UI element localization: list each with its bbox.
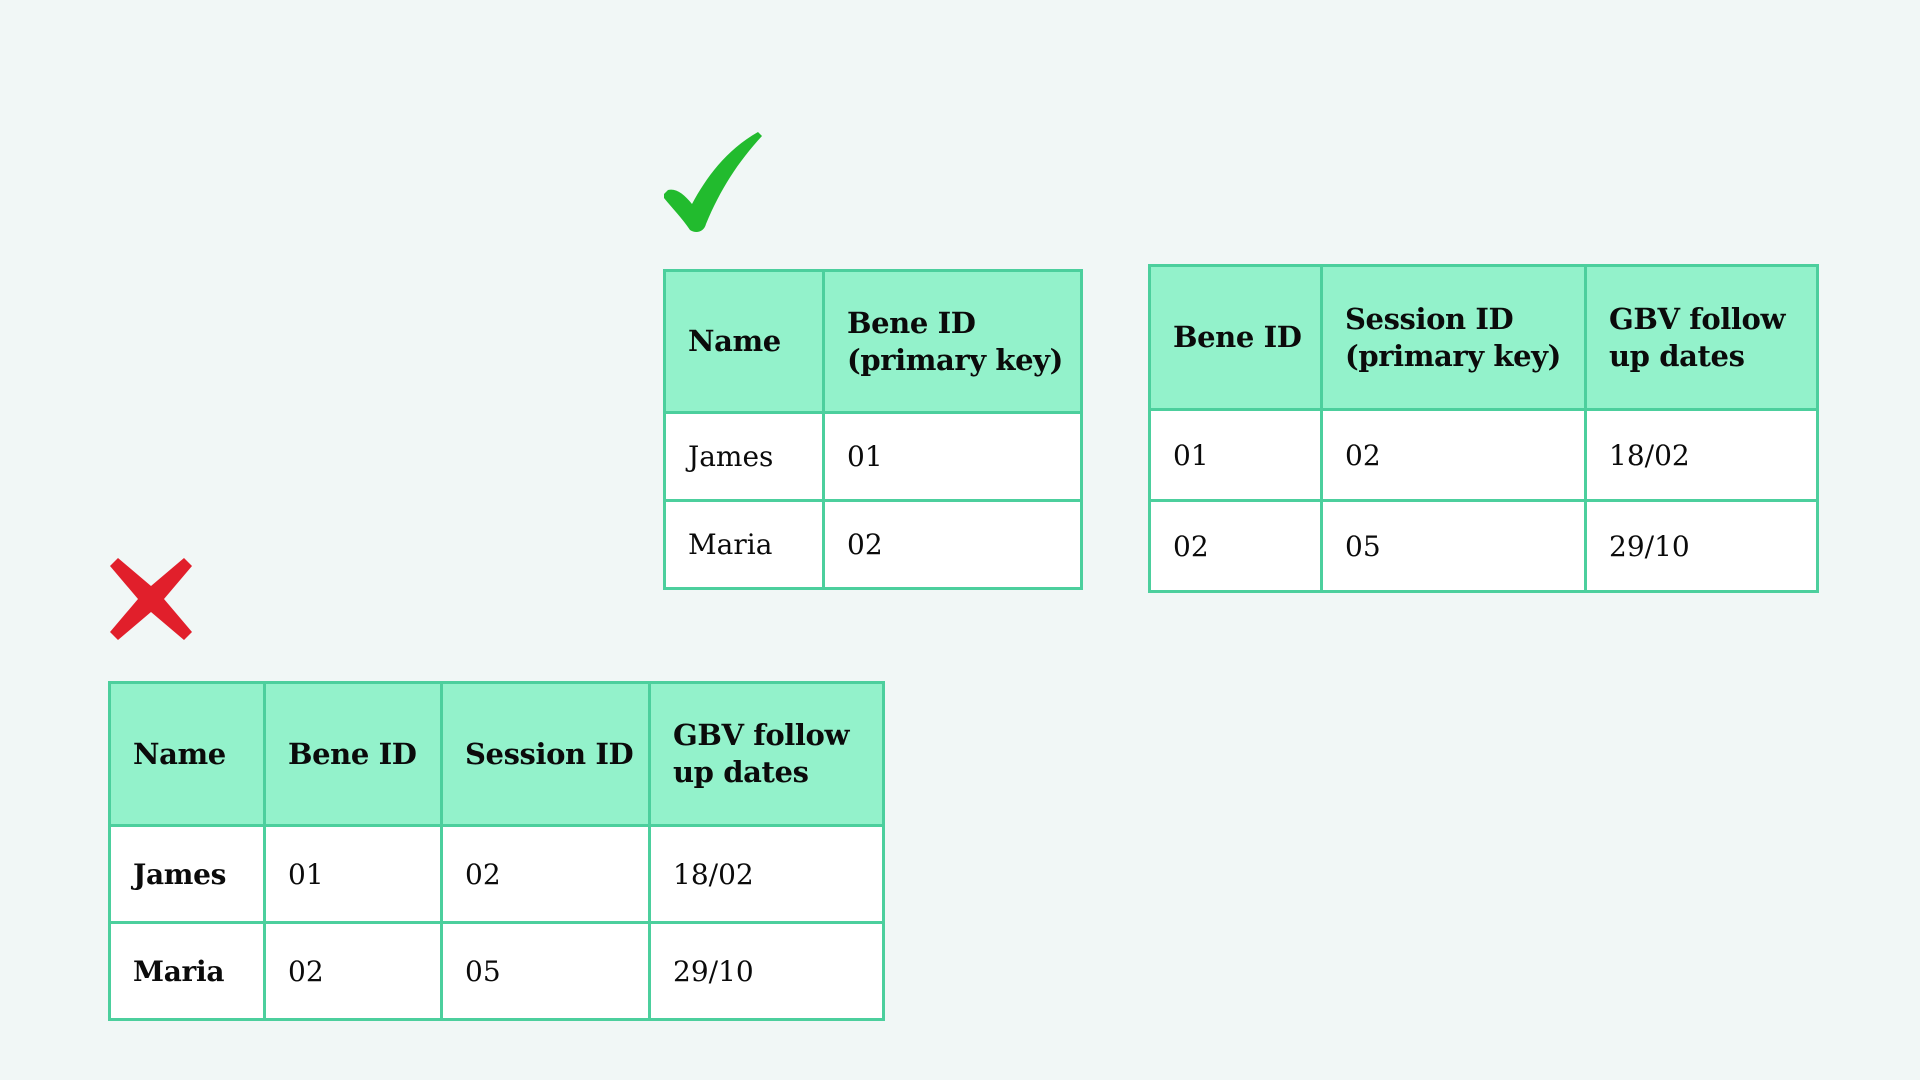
table-cell: Maria (663, 499, 825, 590)
header-cell-name: Name (663, 269, 825, 414)
table-cell: 05 (440, 921, 651, 1021)
header-cell-session-id: Session ID (440, 681, 651, 827)
table-row: 01 02 18/02 (1148, 408, 1819, 502)
table-cell: 01 (1148, 408, 1323, 502)
table-row: Maria 02 (663, 499, 1083, 590)
beneficiaries-table: Name Bene ID (primary key) James 01 Mari… (663, 269, 1083, 590)
cross-icon (110, 558, 192, 640)
table-cell: 29/10 (648, 921, 885, 1021)
header-cell-gbv-follow-up-dates: GBV follow up dates (1584, 264, 1819, 411)
table-row: James 01 02 18/02 (108, 824, 885, 924)
header-row: Bene ID Session ID (primary key) GBV fol… (1148, 264, 1819, 411)
table-row: James 01 (663, 411, 1083, 502)
combined-table: Name Bene ID Session ID GBV follow up da… (108, 681, 885, 1021)
table-cell: 18/02 (648, 824, 885, 924)
header-cell-bene-id: Bene ID (1148, 264, 1323, 411)
header-row: Name Bene ID Session ID GBV follow up da… (108, 681, 885, 827)
table-cell: 05 (1320, 499, 1587, 593)
table-cell: 18/02 (1584, 408, 1819, 502)
table-cell: Maria (108, 921, 266, 1021)
header-cell-session-id-primary-key: Session ID (primary key) (1320, 264, 1587, 411)
table-cell: 02 (1148, 499, 1323, 593)
table-cell: 02 (822, 499, 1083, 590)
table-cell: 02 (440, 824, 651, 924)
sessions-table: Bene ID Session ID (primary key) GBV fol… (1148, 264, 1819, 593)
table-cell: James (108, 824, 266, 924)
header-cell-bene-id-primary-key: Bene ID (primary key) (822, 269, 1083, 414)
header-cell-bene-id: Bene ID (263, 681, 443, 827)
check-icon (664, 132, 762, 232)
table-row: Maria 02 05 29/10 (108, 921, 885, 1021)
table-cell: 01 (822, 411, 1083, 502)
table-row: 02 05 29/10 (1148, 499, 1819, 593)
table-cell: 29/10 (1584, 499, 1819, 593)
table-cell: 01 (263, 824, 443, 924)
header-cell-name: Name (108, 681, 266, 827)
table-cell: 02 (263, 921, 443, 1021)
header-cell-gbv-follow-up-dates: GBV follow up dates (648, 681, 885, 827)
table-cell: 02 (1320, 408, 1587, 502)
header-row: Name Bene ID (primary key) (663, 269, 1083, 414)
table-cell: James (663, 411, 825, 502)
